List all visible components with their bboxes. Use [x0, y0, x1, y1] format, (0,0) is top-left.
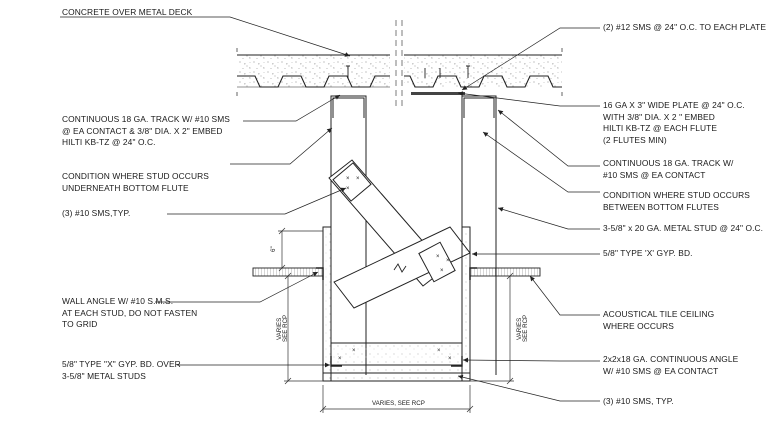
gyp-board-enclosure: [322, 226, 471, 382]
dim-six-inch: 6": [270, 246, 277, 252]
note-gyp-over-studs: 5/8" TYPE "X" GYP. BD. OVER 3-5/8" METAL…: [62, 359, 181, 381]
dimension-labels: 6" VARIES SEE RCP VARIES SEE RCP VARIES,…: [270, 246, 529, 407]
note-stud-between-flutes: CONDITION WHERE STUD OCCURS BETWEEN BOTT…: [603, 190, 750, 212]
top-track: [330, 92, 497, 118]
dim-varies-right-1: VARIES: [516, 318, 523, 340]
metal-deck-right: [404, 75, 562, 88]
note-cont-angle: 2x2x18 GA. CONTINUOUS ANGLE W/ #10 SMS @…: [603, 354, 739, 376]
leader-lines: [60, 16, 600, 402]
note-metal-stud: 3-5/8" x 20 GA. METAL STUD @ 24" O.C.: [603, 223, 764, 233]
svg-text:×: ×: [440, 268, 444, 274]
note-gyp-bd: 5/8" TYPE 'X' GYP. BD.: [603, 248, 693, 258]
note-wall-angle: WALL ANGLE W/ #10 S.M.S. AT EACH STUD, D…: [62, 296, 198, 330]
note-track-left: CONTINUOUS 18 GA. TRACK W/ #10 SMS @ EA …: [62, 114, 230, 148]
dim-varies-left-2: SEE RCP: [282, 315, 289, 342]
concrete-slab: [236, 20, 563, 108]
dim-varies-right-2: SEE RCP: [522, 315, 529, 342]
svg-text:×: ×: [436, 254, 440, 260]
svg-text:×: ×: [356, 176, 360, 182]
svg-text:×: ×: [346, 176, 350, 182]
note-track-right: CONTINUOUS 18 GA. TRACK W/ #10 SMS @ EA …: [603, 158, 734, 180]
dim-varies-left-1: VARIES: [276, 318, 283, 340]
note-ceiling: ACOUSTICAL TILE CEILING WHERE OCCURS: [603, 309, 715, 331]
note-concrete-deck: CONCRETE OVER METAL DECK: [62, 7, 193, 17]
svg-text:×: ×: [346, 186, 350, 192]
note-sms-left: (3) #10 SMS,TYP.: [62, 208, 131, 218]
note-stud-under-flute: CONDITION WHERE STUD OCCURS UNDERNEATH B…: [62, 171, 209, 193]
svg-text:×: ×: [446, 258, 450, 264]
acoustical-ceiling: [252, 267, 541, 280]
diagonal-bracing: [328, 159, 471, 309]
dim-varies-bottom: VARIES, SEE RCP: [372, 400, 425, 407]
note-sms-right: (3) #10 SMS, TYP.: [603, 396, 674, 406]
note-sms-plate: (2) #12 SMS @ 24" O.C. TO EACH PLATE: [603, 22, 766, 32]
note-wide-plate: 16 GA X 3" WIDE PLATE @ 24" O.C. WITH 3/…: [603, 100, 745, 145]
